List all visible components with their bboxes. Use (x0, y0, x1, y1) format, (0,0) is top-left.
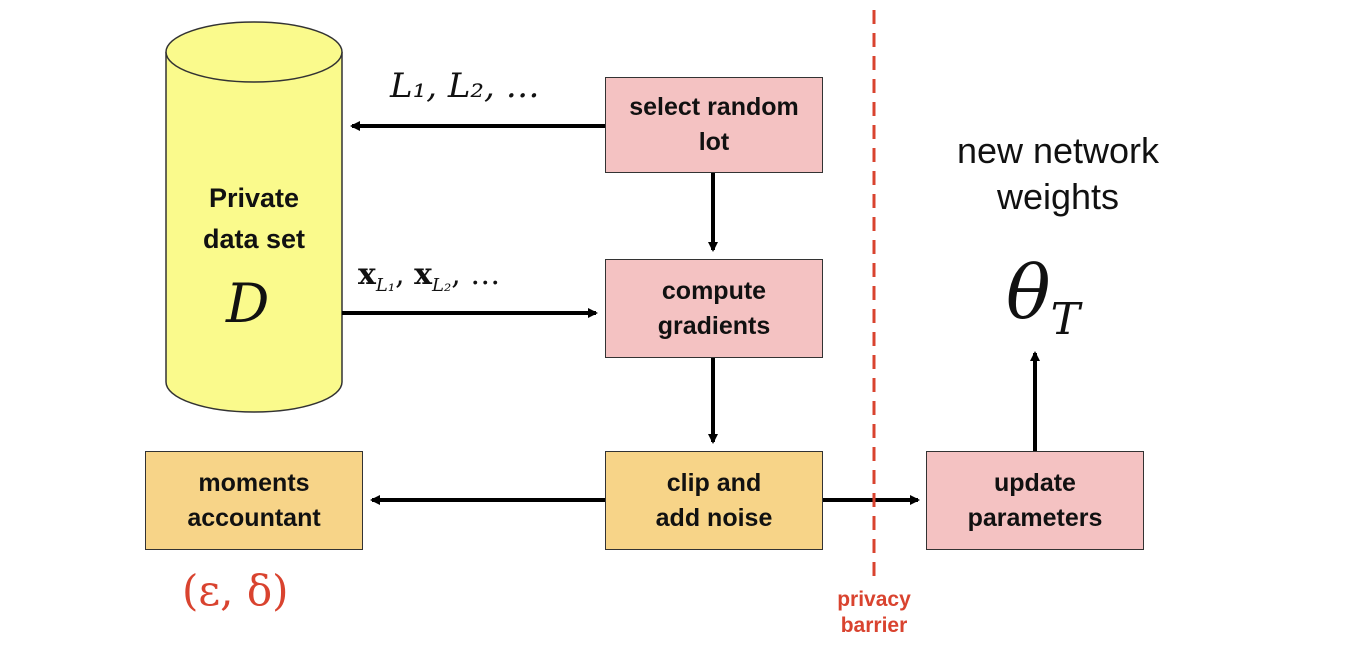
compute-gradients-box: compute gradients (605, 259, 823, 358)
lots-label: L₁, L₂, … (390, 66, 540, 106)
epsilon-delta-label: (ε, δ) (182, 566, 289, 615)
samples-sub2: L₂ (432, 275, 452, 296)
dataset-label: Private data set (202, 183, 306, 254)
samples-sub1: L₁ (375, 275, 396, 296)
privacy-barrier-label: privacy barrier (837, 588, 911, 637)
clip-and-add-noise-label: clip and add noise (655, 468, 773, 532)
moments-accountant-box: moments accountant (145, 451, 363, 550)
update-parameters-label: update parameters (967, 468, 1103, 532)
clip-and-add-noise-box: clip and add noise (605, 451, 823, 550)
select-random-lot-box: select random lot (605, 77, 823, 173)
samples-ellipsis: , … (451, 257, 501, 292)
moments-accountant-label: moments accountant (187, 468, 321, 532)
dataset-symbol: D (226, 272, 270, 335)
update-parameters-box: update parameters (926, 451, 1144, 550)
samples-x2: x (414, 257, 433, 292)
theta-main: θ (1006, 250, 1051, 336)
samples-label: xL₁, xL₂, … (358, 257, 500, 296)
dataset-cylinder (165, 21, 343, 413)
theta-symbol: θT (1006, 250, 1080, 345)
select-random-lot-label: select random lot (629, 93, 799, 156)
samples-x1: x (358, 257, 376, 292)
new-weights-caption: new network weights (956, 130, 1160, 217)
theta-subscript: T (1050, 293, 1080, 345)
compute-gradients-label: compute gradients (657, 276, 771, 340)
samples-separator: , (395, 257, 415, 292)
